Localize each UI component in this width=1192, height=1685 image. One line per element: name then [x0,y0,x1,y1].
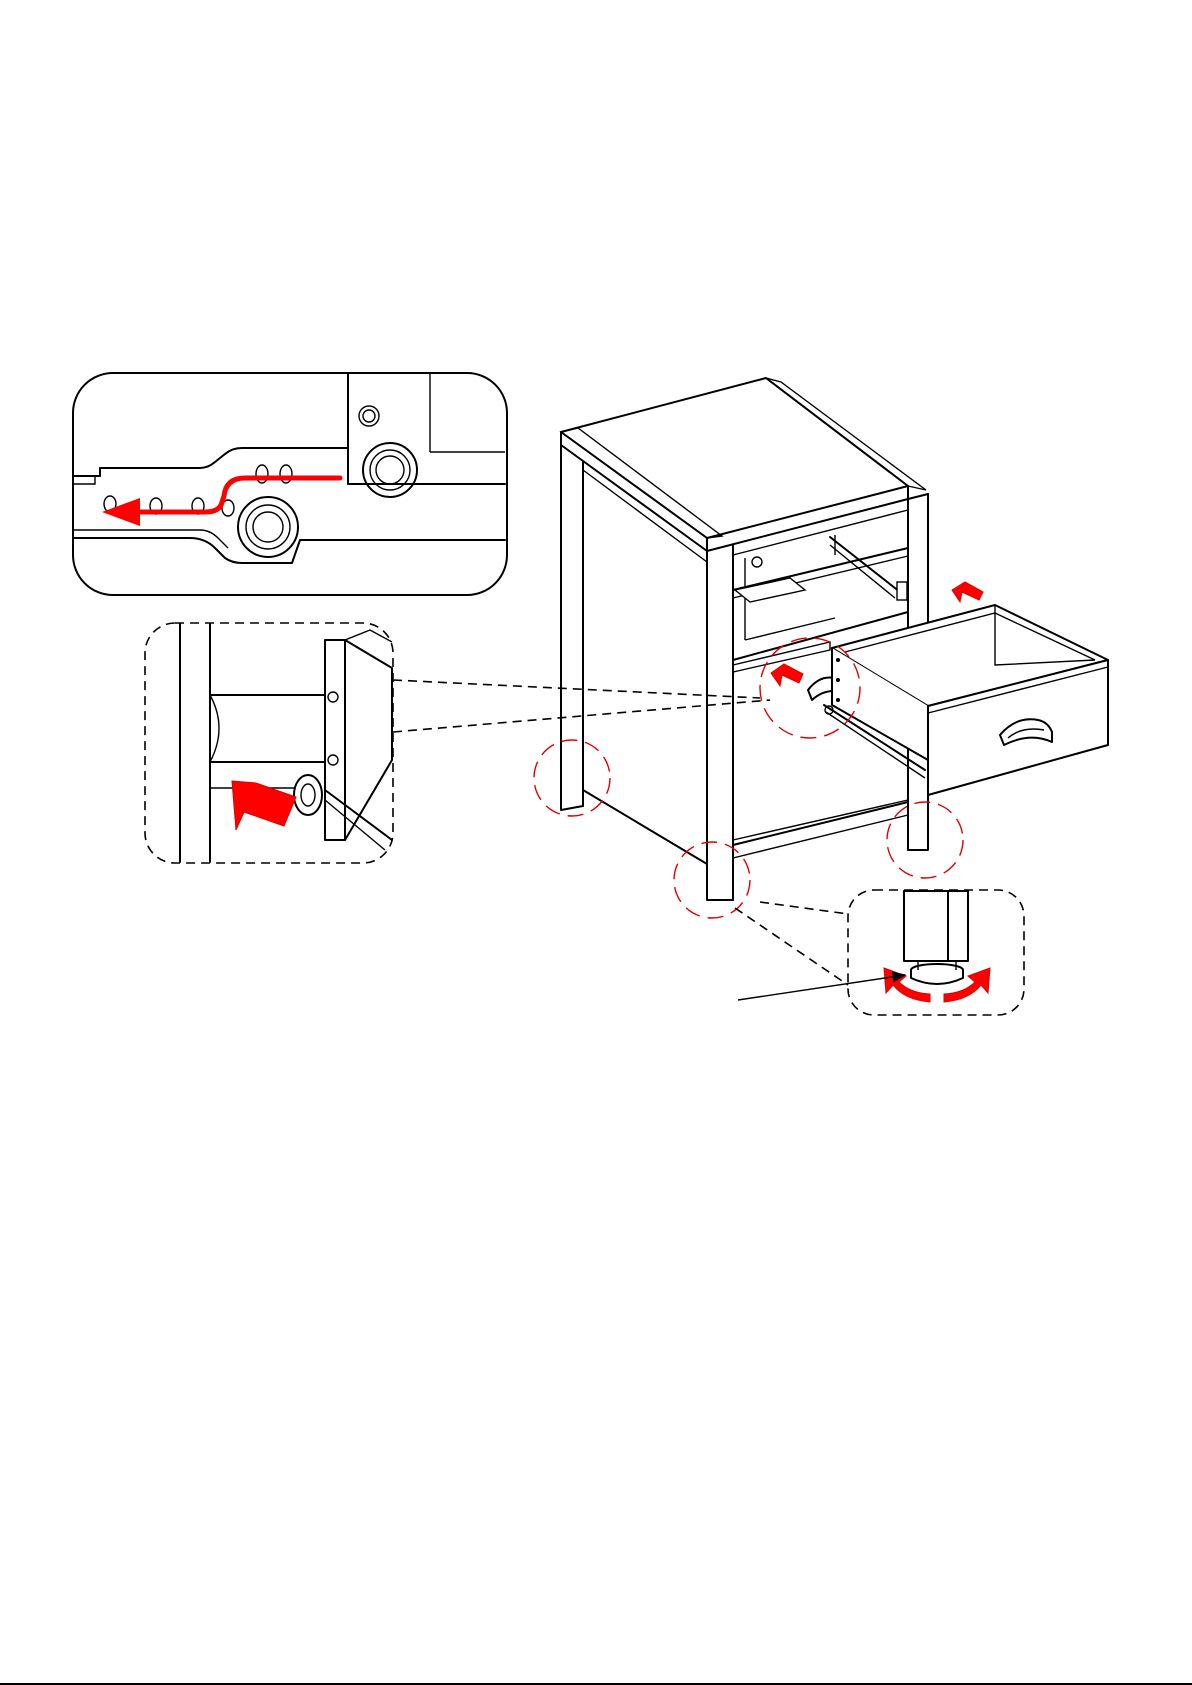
pointer-arrow-icon [738,975,905,1000]
screw-head-icon [238,497,298,557]
insert-arrow-icon [952,582,983,602]
cabinet-top [561,378,908,538]
detail-leveling-foot [735,890,1024,1015]
screw-head-icon [363,443,417,497]
screw-icon [294,775,322,815]
rail-holes [104,406,379,516]
detail-slide-release [73,373,507,595]
detail-slide-screw [145,623,393,863]
release-arrow-icon [102,478,340,526]
insert-arrow-icon [771,664,803,686]
